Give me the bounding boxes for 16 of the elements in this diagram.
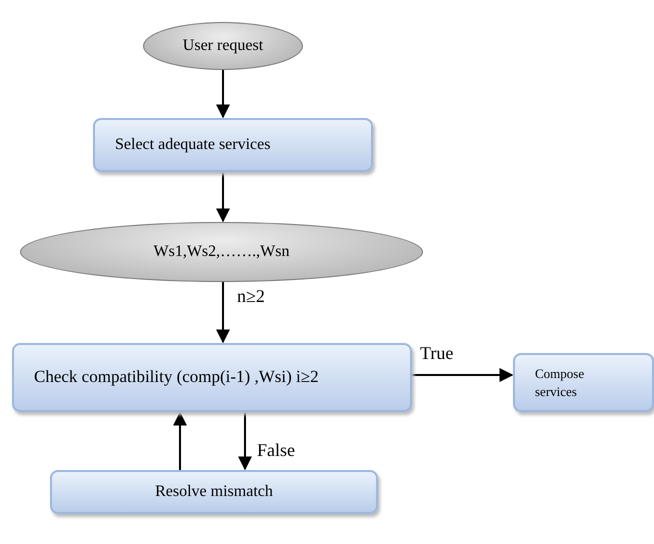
arrow — [238, 412, 252, 470]
node-label: Ws1,Ws2,…….,Wsn — [154, 242, 290, 262]
process-box — [93, 118, 373, 172]
process-box — [513, 353, 654, 412]
arrow — [216, 70, 230, 118]
node-label: Select adequate services — [115, 135, 270, 156]
process-box — [50, 470, 378, 514]
arrow — [216, 172, 230, 222]
node-label: User request — [182, 36, 264, 56]
arrow — [173, 412, 187, 470]
arrow — [412, 368, 514, 382]
node-label: Check compatibility (comp(i-1) ,Wsi) i≥2 — [34, 366, 319, 388]
arrow — [216, 282, 230, 344]
process-box — [12, 343, 412, 412]
node-label: Compose services — [535, 364, 586, 400]
node-label: Resolve mismatch — [155, 482, 273, 502]
